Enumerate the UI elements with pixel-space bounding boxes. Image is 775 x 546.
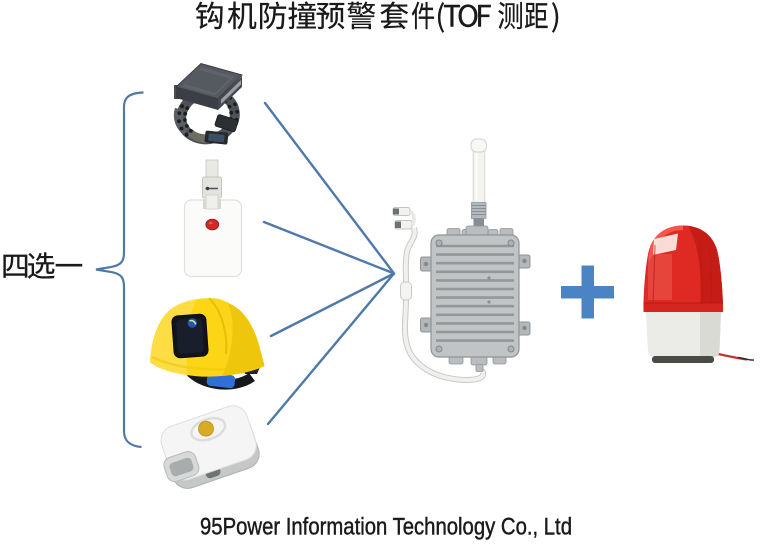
svg-text:95Power Information Technology: 95Power Information Technology Co., Ltd [200, 514, 572, 541]
